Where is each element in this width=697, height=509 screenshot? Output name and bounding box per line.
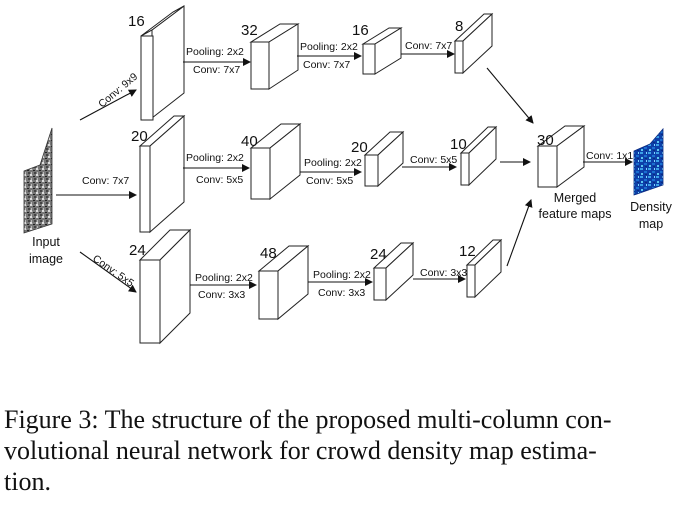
feature-map-box — [453, 12, 494, 75]
edge-label-top: Conv: 7x7 — [405, 40, 452, 52]
output-label-line1: Density — [630, 200, 672, 214]
edge-label-bottom: Conv: 3x3 — [198, 289, 245, 301]
density-map-image — [633, 127, 664, 196]
feature-map-box — [138, 114, 186, 234]
edge-label-bottom: Conv: 3x3 — [318, 287, 365, 299]
map-count: 12 — [459, 243, 476, 260]
caption-line: volutional neural network for crowd dens… — [4, 436, 597, 465]
feature-map-box — [249, 23, 300, 90]
map-count: 24 — [370, 246, 387, 263]
caption-line: Figure 3: The structure of the proposed … — [4, 405, 612, 434]
merge-arrow — [506, 199, 533, 267]
input-image — [23, 127, 53, 234]
figure-caption: Figure 3: The structure of the proposed … — [4, 404, 694, 497]
map-count: 48 — [260, 245, 277, 262]
edge-label-top: Pooling: 2x2 — [186, 46, 244, 58]
feature-map-box — [140, 5, 185, 121]
input-label-line1: Input — [32, 235, 60, 249]
first-conv-label: Conv: 7x7 — [82, 175, 129, 187]
edge-label-top: Conv: 3x3 — [420, 267, 467, 279]
input-label-line2: image — [29, 252, 63, 266]
column-1: Conv: 9x9 16 Pooling: 2x2 Conv: 7x7 32 P… — [79, 5, 534, 124]
map-count: 16 — [352, 22, 369, 39]
edge-label-bottom: Conv: 7x7 — [193, 64, 240, 76]
edge-label-top: Pooling: 2x2 — [304, 157, 362, 169]
feature-map-box — [249, 122, 302, 201]
feature-map-box — [363, 130, 405, 188]
merged-label-line1: Merged — [554, 191, 596, 205]
column-2: Conv: 7x7 20 Pooling: 2x2 Conv: 5x5 40 P… — [56, 114, 531, 234]
edge-label-bottom: Conv: 5x5 — [306, 175, 353, 187]
edge-label-bottom: Conv: 7x7 — [303, 59, 350, 71]
feature-map-box — [138, 228, 192, 345]
conv-arrow — [79, 251, 137, 293]
first-conv-label: Conv: 9x9 — [96, 71, 140, 111]
edge-label-top: Conv: 5x5 — [410, 154, 457, 166]
final-conv-label: Conv: 1x1 — [586, 150, 633, 162]
feature-map-box — [361, 27, 403, 75]
edge-label-top: Pooling: 2x2 — [195, 272, 253, 284]
edge-label-top: Pooling: 2x2 — [186, 152, 244, 164]
map-count: 20 — [351, 139, 368, 156]
feature-map-box — [257, 244, 310, 321]
map-count: 40 — [241, 133, 258, 150]
map-count: 10 — [450, 136, 467, 153]
conv-arrow — [79, 89, 137, 121]
merged-map-count: 30 — [537, 132, 554, 149]
merged-feature-maps — [536, 125, 586, 188]
map-count: 32 — [241, 22, 258, 39]
edge-label-bottom: Conv: 5x5 — [196, 174, 243, 186]
output-label-line2: map — [639, 217, 663, 231]
merged-label-line2: feature maps — [539, 207, 612, 221]
map-count: 8 — [455, 18, 463, 35]
map-count: 16 — [128, 13, 145, 30]
caption-line: tion. — [4, 467, 51, 496]
edge-label-top: Pooling: 2x2 — [300, 41, 358, 53]
feature-map-box — [459, 125, 498, 187]
edge-label-top: Pooling: 2x2 — [313, 269, 371, 281]
feature-map-box — [465, 238, 503, 299]
feature-map-box — [372, 241, 415, 302]
map-count: 20 — [131, 128, 148, 145]
column-3: Conv: 5x5 24 Pooling: 2x2 Conv: 3x3 48 P… — [79, 199, 533, 345]
merge-arrow — [486, 67, 534, 124]
map-count: 24 — [129, 242, 146, 259]
